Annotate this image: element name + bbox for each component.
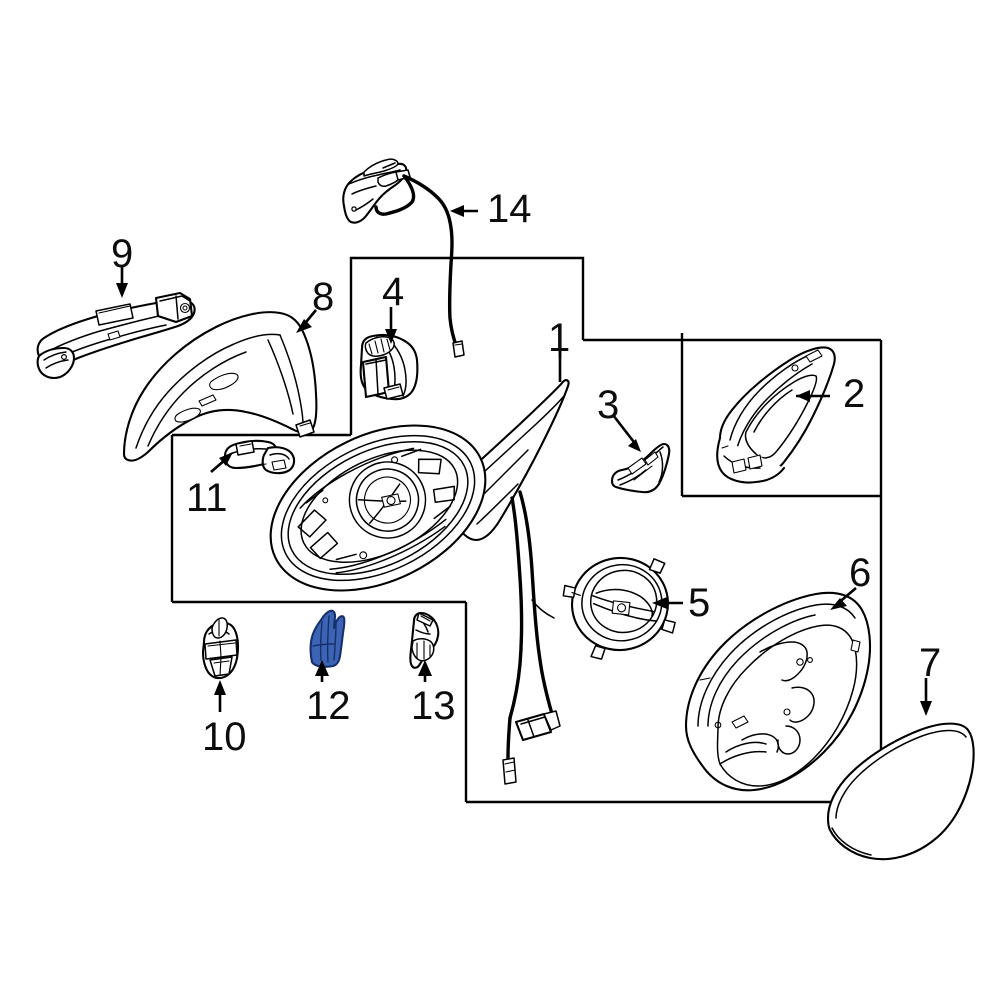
part-6-mirror-housing-backing [684, 591, 872, 792]
part-7-mirror-glass [826, 722, 975, 861]
callout-number-13: 13 [411, 684, 456, 728]
callout-number-1: 1 [548, 316, 571, 360]
assembly-group-outline [170, 256, 883, 804]
callout-number-10: 10 [202, 715, 247, 759]
callout-number-9: 9 [111, 232, 134, 276]
callout-number-3: 3 [597, 383, 620, 427]
part-1-mirror-assembly [269, 379, 570, 785]
callout-number-6: 6 [849, 551, 872, 595]
part-5-mirror-glass-motor-ring [562, 556, 676, 660]
part-14-wiring-harness [342, 158, 465, 358]
part-13-retainer-clip-b [409, 611, 440, 669]
part-2-mirror-cover-triangle [716, 346, 836, 484]
part-3-turn-signal-lamp [610, 442, 671, 494]
callout-number-2: 2 [843, 372, 866, 416]
leader-3 [611, 414, 639, 447]
callout-leaders [116, 205, 932, 716]
callout-number-14: 14 [487, 187, 532, 231]
callout-number-11: 11 [186, 476, 228, 520]
callout-number-4: 4 [382, 270, 405, 314]
callout-number-8: 8 [312, 275, 335, 319]
callout-number-12: 12 [306, 684, 351, 728]
callout-number-7: 7 [919, 641, 942, 685]
part-4-mirror-motor-actuator [359, 334, 419, 401]
callout-number-5: 5 [688, 581, 711, 625]
part-9-mirror-base-bracket [36, 291, 196, 380]
part-10-retainer-clip-a [201, 617, 240, 680]
part-12-retainer-clip-highlighted [309, 609, 346, 668]
part-11-retainer-bracket [223, 439, 296, 475]
part-8-mirror-cover-cap [122, 311, 318, 462]
